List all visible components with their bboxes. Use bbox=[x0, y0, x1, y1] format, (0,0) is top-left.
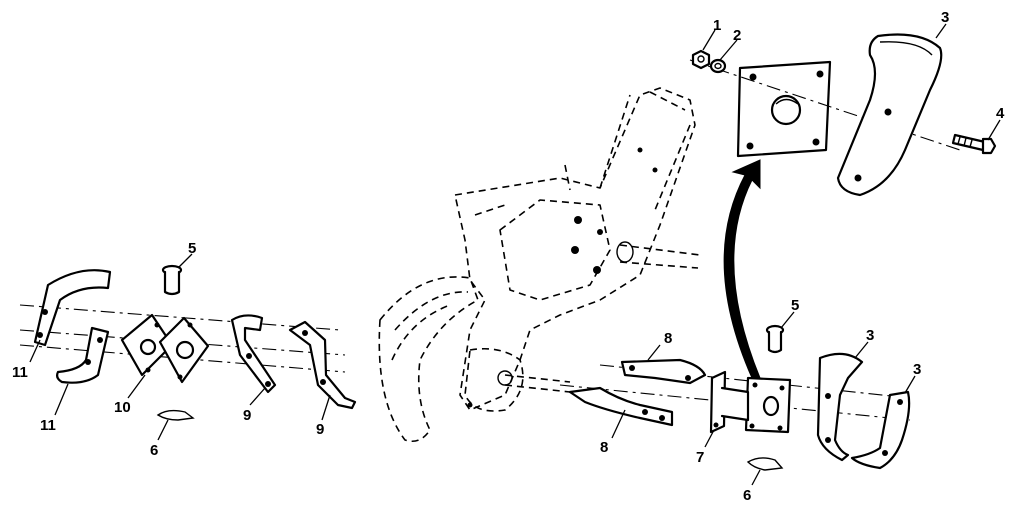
part-label-1: 1 bbox=[713, 17, 721, 34]
part-label-7: 7 bbox=[696, 449, 704, 466]
left-tine-assembly bbox=[19, 269, 357, 410]
part-label-3: 3 bbox=[941, 9, 949, 26]
part-label-9: 9 bbox=[243, 407, 251, 424]
hub-plate-detail bbox=[736, 60, 832, 158]
part-label-8: 8 bbox=[664, 330, 672, 347]
tiller-axle-shaft bbox=[504, 241, 701, 393]
part-label-2: 2 bbox=[733, 27, 741, 44]
lock-washer-icon bbox=[709, 58, 727, 74]
part-label-4: 4 bbox=[996, 105, 1005, 122]
part-label-6: 6 bbox=[743, 487, 751, 504]
fastener-centerline bbox=[689, 59, 961, 151]
part-label-6: 6 bbox=[150, 442, 158, 459]
part-label-11: 11 bbox=[12, 364, 28, 381]
tine-detail bbox=[836, 33, 943, 197]
hex-bolt-icon bbox=[951, 133, 997, 155]
hairpin-clip-icon bbox=[156, 409, 195, 421]
part-label-3: 3 bbox=[913, 361, 921, 378]
right-tine-assembly bbox=[559, 352, 911, 470]
part-label-3: 3 bbox=[866, 327, 874, 344]
part-label-10: 10 bbox=[114, 399, 131, 416]
hex-nut-icon bbox=[691, 49, 711, 70]
leader-lines bbox=[29, 23, 1001, 486]
part-label-5: 5 bbox=[188, 240, 196, 257]
part-label-9: 9 bbox=[316, 421, 324, 438]
clevis-pin-icon bbox=[161, 264, 183, 296]
clevis-pin-icon bbox=[765, 324, 785, 354]
part-label-11: 11 bbox=[40, 417, 56, 434]
detail-arrow bbox=[723, 159, 761, 379]
part-label-8: 8 bbox=[600, 439, 608, 456]
part-number-labels: 1 2 3 4 5 5 6 6 7 8 8 9 9 10 11 11 3 3 bbox=[12, 9, 1005, 504]
tiller-body-outline bbox=[378, 87, 696, 443]
part-label-5: 5 bbox=[791, 297, 799, 314]
hairpin-clip-icon bbox=[746, 457, 784, 471]
